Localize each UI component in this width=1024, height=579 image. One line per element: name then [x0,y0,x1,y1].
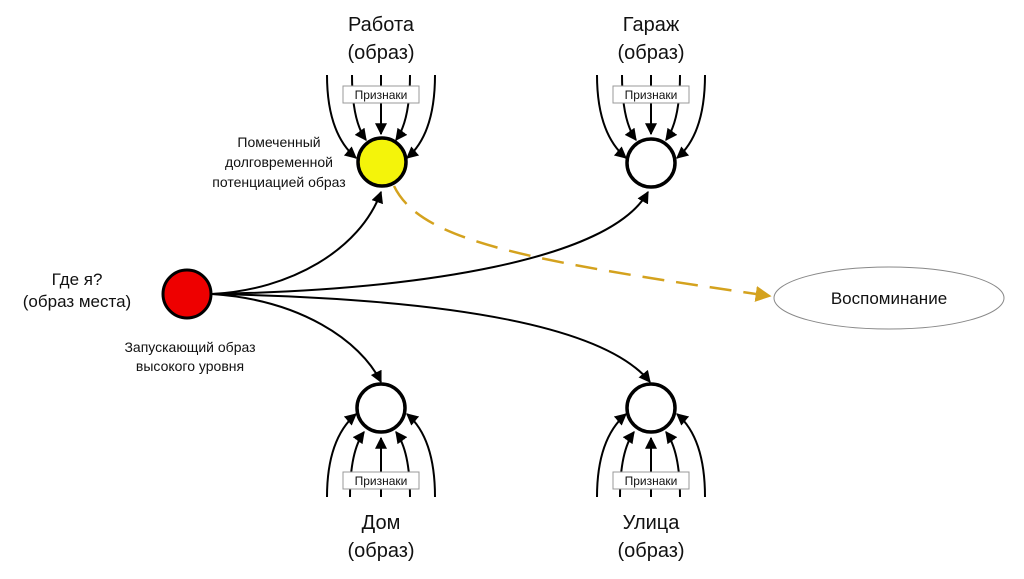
edge-trigger-to-home [211,293,382,384]
cues-box [342,471,420,490]
cues-label: Признаки [355,88,408,102]
trigger-node [161,268,213,320]
node-title: Дом [362,512,401,534]
edge-trigger-to-street [211,293,651,383]
cue-arrow [395,431,411,498]
edge-work-to-memory [392,185,772,302]
cue-arrow [406,413,436,498]
node-subtitle: (образ) [617,42,684,64]
cue-arrow [676,413,706,498]
cue-arrow [395,74,411,141]
marked-image-node [356,136,408,188]
cue-arrow [351,74,367,141]
cues-label: Признаки [625,474,678,488]
cues-label: Признаки [625,88,678,102]
node-subtitle: (образ) [347,540,414,562]
node-garage: Признаки Гараж (образ) [596,14,706,189]
image-node [355,382,407,434]
cue-arrow [326,74,357,159]
cues-label: Признаки [355,474,408,488]
trigger-caption-line1: Запускающий образ [124,339,255,355]
marked-note-line1: Помеченный [237,134,320,150]
memory-label: Воспоминание [831,289,947,308]
trigger-subtitle: (образ места) [23,292,131,311]
cue-arrow [621,74,637,141]
trigger-connections [211,190,651,384]
edge-trigger-to-garage [211,190,649,295]
trigger-caption-line2: высокого уровня [136,358,244,374]
cue-arrow [619,431,635,498]
cue-arrow [349,431,365,498]
node-work: Признаки Работа (образ) [326,14,436,188]
marked-note-line3: потенциацией образ [212,174,345,190]
cue-arrow [596,413,627,498]
cues-box [612,471,690,490]
cue-arrow [326,413,357,498]
cue-arrow [665,431,681,498]
node-subtitle: (образ) [347,42,414,64]
memory-ellipse [773,266,1005,330]
node-title: Гараж [623,14,680,36]
image-node [625,382,677,434]
cue-arrow [596,74,627,159]
image-node [625,137,677,189]
cues-box [612,85,690,104]
marked-note-line2: долговременной [225,154,333,170]
cue-arrow [406,74,436,159]
cue-arrow [665,74,681,141]
memory-node-group: Воспоминание [773,266,1005,330]
trigger-node-group: Где я? (образ места) Запускающий образ в… [23,268,256,374]
edge-trigger-to-work [211,190,383,295]
marked-note: Помеченный долговременной потенциацией о… [212,134,345,190]
cues-box [342,85,420,104]
node-home: Признаки Дом (образ) [326,382,436,562]
node-street: Признаки Улица (образ) [596,382,706,562]
node-title: Улица [623,512,681,534]
cue-arrow [676,74,706,159]
node-subtitle: (образ) [617,540,684,562]
node-title: Работа [348,14,415,36]
trigger-title: Где я? [52,270,103,289]
